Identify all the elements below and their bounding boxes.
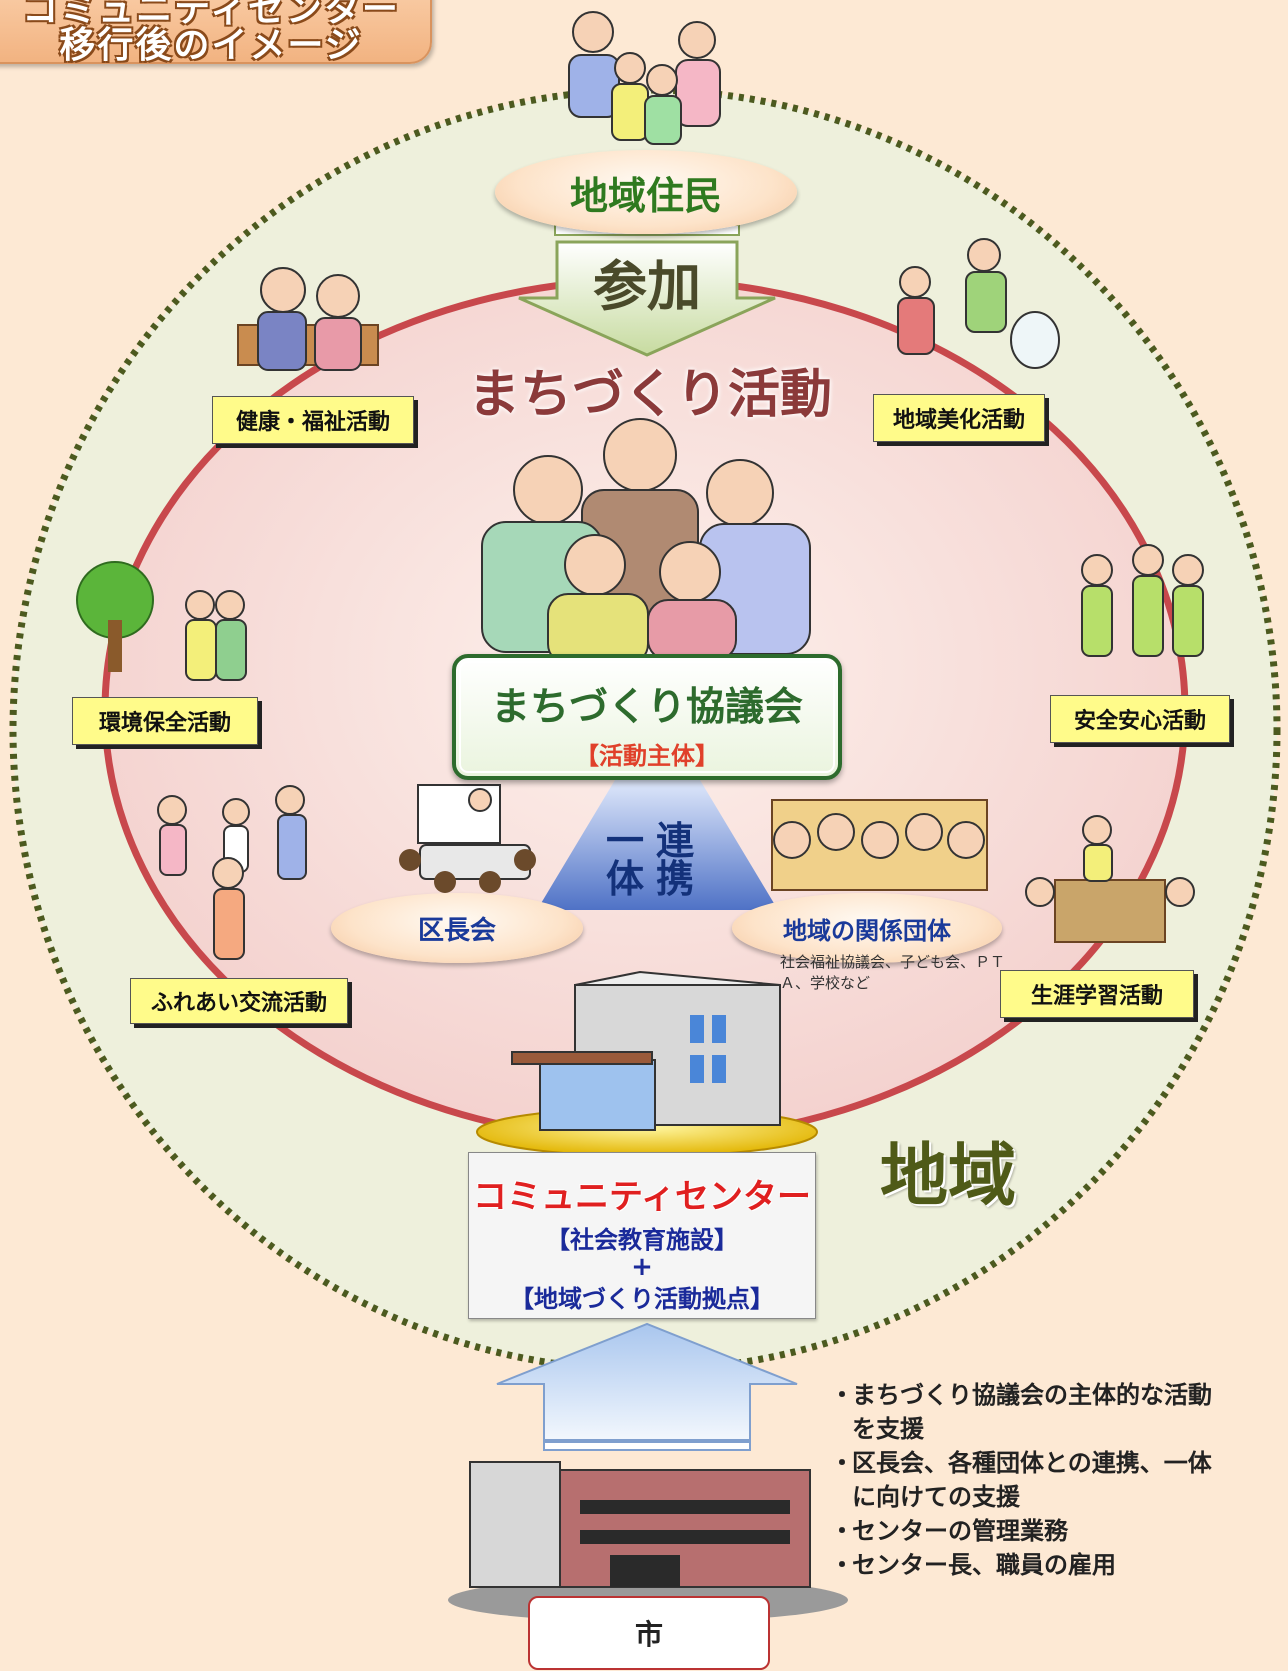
activity-label-health-welfare: 健康・福祉活動: [212, 396, 414, 444]
activity-label-environment: 環境保全活動: [72, 697, 258, 745]
title-line-1: コミュニティセンター: [22, 0, 400, 30]
town-council-box: まちづくり協議会 【活動主体】: [452, 654, 842, 780]
activity-label-lifelong-learning: 生涯学習活動: [1000, 970, 1194, 1018]
support-arrow: [496, 1322, 798, 1451]
community-center-role-2: 【地域づくり活動拠点】: [510, 1285, 774, 1313]
local-groups-oval: 地域の関係団体: [732, 893, 1002, 963]
cooperation-right-label: 連携: [656, 819, 695, 901]
cleanup-illustration: [897, 238, 1060, 369]
council-role: 【活動主体】: [575, 742, 719, 770]
support-item: まちづくり協議会の主体的な活動を支援: [830, 1378, 1230, 1446]
activity-label-exchange: ふれあい交流活動: [130, 978, 348, 1024]
community-center-building: [476, 970, 818, 1157]
residents-oval: 地域住民: [495, 150, 797, 234]
local-groups-note: 社会福祉協議会、子ども会、ＰＴＡ、学校など: [780, 953, 1006, 992]
activity-label-safety: 安全安心活動: [1050, 695, 1230, 743]
support-item: 区長会、各種団体との連携、一体に向けての支援: [830, 1446, 1230, 1514]
title-line-2: 移行後のイメージ: [59, 25, 363, 66]
cooperation-left-label: 一体: [606, 819, 645, 901]
region-label: 地域: [880, 1137, 1017, 1216]
council-name: まちづくり協議会: [490, 685, 803, 730]
safety-illustration: [1081, 544, 1204, 657]
environment-illustration: [76, 561, 247, 681]
lifelong-learning-illustration: [1025, 815, 1195, 943]
meeting-illustration: [399, 784, 536, 893]
community-center-name: コミュニティセンター: [473, 1177, 811, 1217]
cooperation-triangle: [537, 780, 778, 910]
exchange-illustration: [157, 785, 307, 960]
activity-label-beautification: 地域美化活動: [873, 394, 1045, 442]
support-item: センター長、職員の雇用: [830, 1548, 1230, 1582]
participation-label: 参加: [593, 255, 701, 318]
kuchokai-oval: 区長会: [331, 893, 583, 963]
community-center-box: コミュニティセンター 【社会教育施設】 + 【地域づくり活動拠点】: [468, 1152, 816, 1319]
title-tab: コミュニティセンター 移行後のイメージ: [0, 0, 432, 66]
activity-heading: まちづくり活動: [467, 365, 832, 425]
council-members-illustration: [481, 418, 811, 665]
city-box: 市: [528, 1596, 770, 1670]
community-center-plus: +: [631, 1252, 653, 1282]
community-center-role-1: 【社会教育施設】: [546, 1226, 738, 1254]
support-item: センターの管理業務: [830, 1514, 1230, 1548]
support-list: まちづくり協議会の主体的な活動を支援 区長会、各種団体との連携、一体に向けての支…: [830, 1378, 1230, 1582]
elderly-couple-illustration: [237, 267, 379, 371]
local-groups-illustration: [771, 799, 988, 891]
family-illustration: [568, 11, 721, 145]
